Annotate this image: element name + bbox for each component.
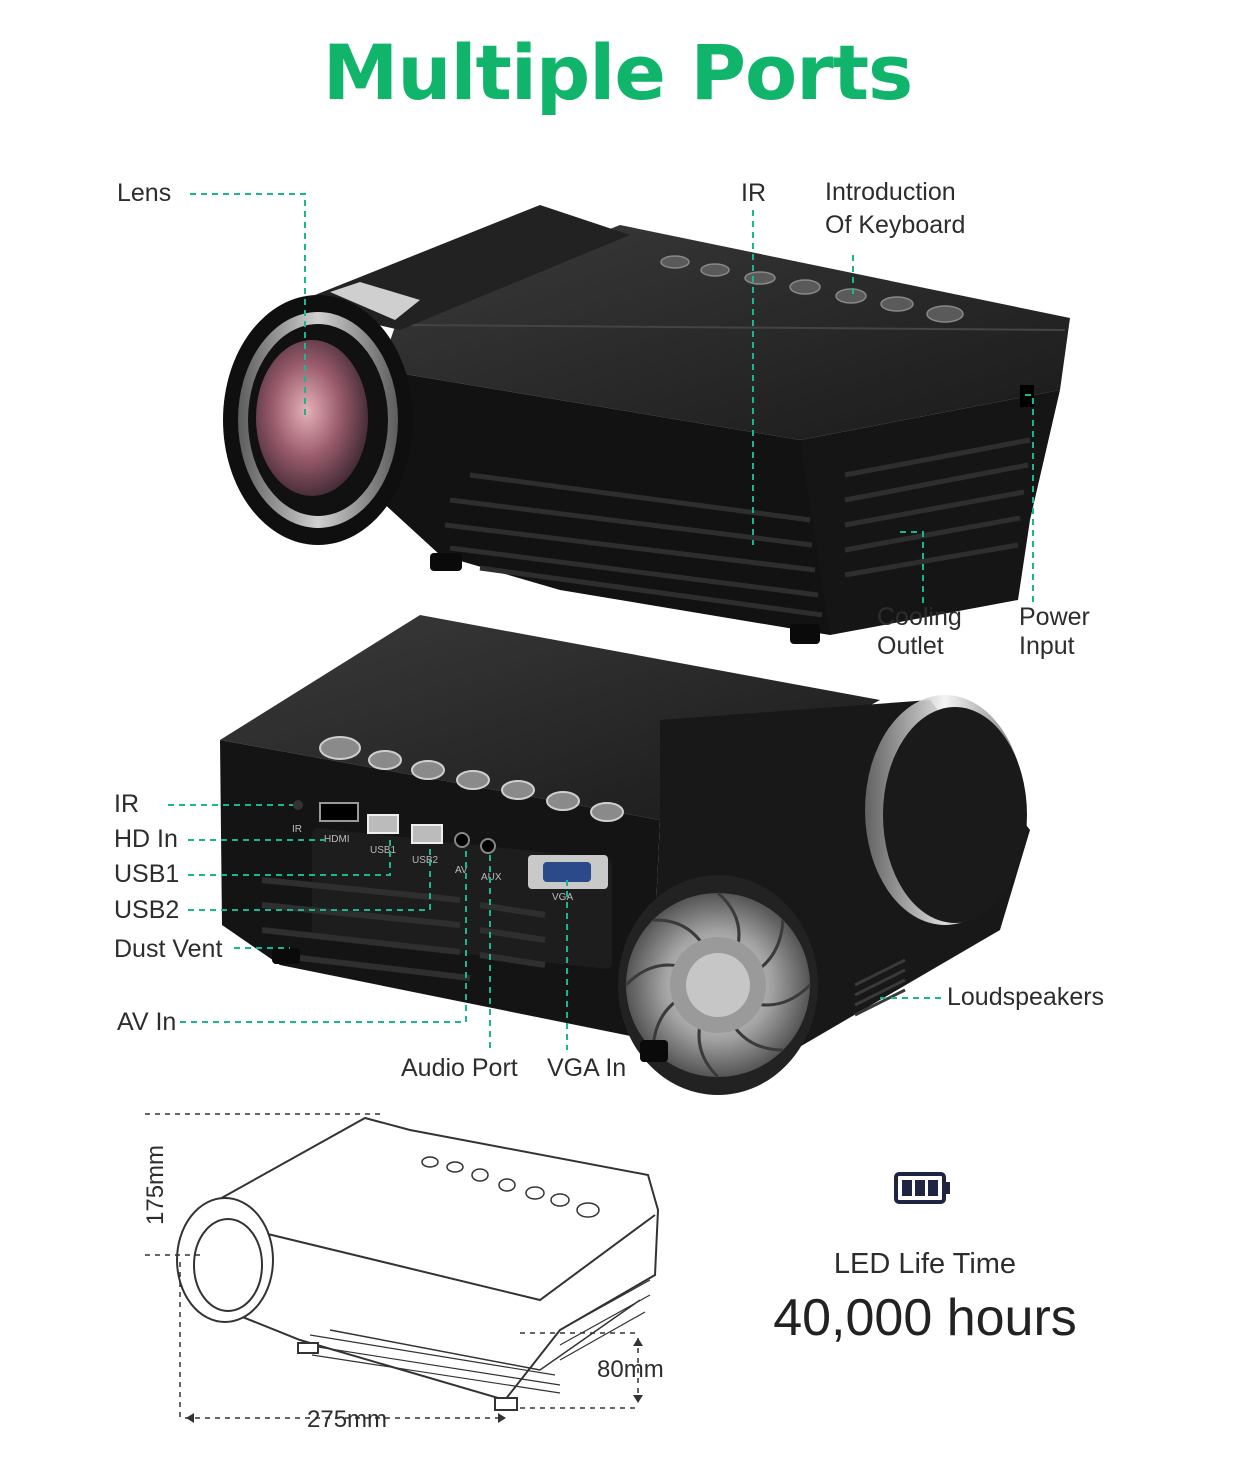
keypad-buttons [660,255,964,323]
usb1-port [367,814,399,834]
vga-port [543,862,591,882]
label-usb1: USB1 [114,860,180,888]
label-keyboard-line2: Of Keyboard [825,211,966,239]
label-hd-in: HD In [114,825,178,853]
led-life-value: 40,000 hours [773,1289,1077,1347]
svg-text:USB2: USB2 [412,855,439,866]
dimension-height: 175mm [142,1144,169,1225]
svg-text:AUX: AUX [481,872,502,883]
label-audio-port: Audio Port [401,1054,518,1082]
label-ir-rear: IR [114,790,139,818]
svg-text:VGA: VGA [552,892,573,903]
svg-text:AV: AV [455,865,468,876]
projector-rear-view: IR HDMI USB1 USB2 AV AUX VGA [220,615,1030,1095]
label-usb2: USB2 [114,896,180,924]
projector-front-view [223,205,1070,644]
dimension-depth: 80mm [597,1356,664,1383]
label-cooling-line1: Cooling [877,603,962,631]
dimension-arrows [186,1338,643,1423]
label-ir-top: IR [741,179,766,207]
hdmi-port [319,802,359,822]
battery-icon [894,1172,950,1204]
page-title: Multiple Ports [322,28,914,117]
audio-port [480,838,496,854]
label-vga-in: VGA In [547,1054,627,1082]
dimension-drawing [176,1116,660,1411]
svg-text:USB1: USB1 [370,845,397,856]
led-life-caption: LED Life Time [833,1248,1017,1280]
label-power-line2: Input [1019,632,1075,660]
port-prints: IR HDMI USB1 USB2 AV AUX VGA [292,824,573,903]
lens-glass [256,340,368,496]
top-leader-lines [190,193,1034,605]
svg-text:IR: IR [292,824,302,835]
dimension-width: 275mm [307,1406,388,1433]
label-keyboard-line1: Introduction [825,178,956,206]
usb2-port [411,824,443,844]
svg-text:HDMI: HDMI [324,834,350,845]
dimension-lines [145,1113,639,1419]
label-lens: Lens [117,179,172,207]
label-av-in: AV In [117,1008,177,1036]
rear-leader-lines [168,804,946,1050]
label-loudspeakers: Loudspeakers [947,983,1105,1011]
rear-keypad-buttons [319,736,624,822]
label-cooling-line2: Outlet [877,632,944,660]
av-port [454,832,470,848]
label-dust-vent: Dust Vent [114,935,223,963]
label-power-line1: Power [1019,603,1090,631]
